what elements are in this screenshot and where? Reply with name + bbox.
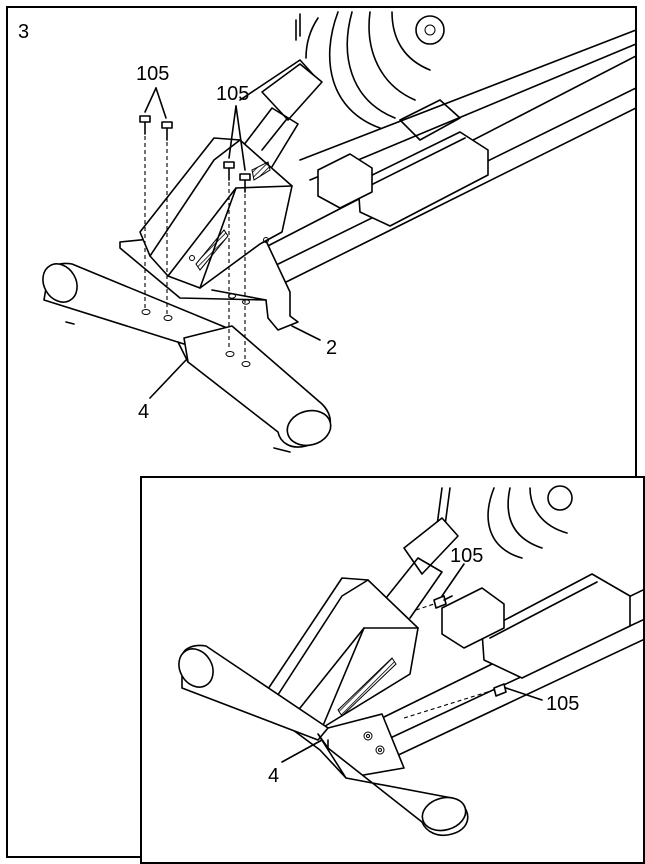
inset-illustration: 105 105 4: [178, 485, 643, 837]
flywheel: [295, 11, 445, 129]
detail-inset: 105 105 4: [140, 476, 645, 864]
callout-105-right: 105: [216, 83, 249, 105]
bolts-right: [223, 105, 251, 360]
inset-leader-part-4: [281, 739, 323, 763]
step-number: 3: [18, 21, 29, 43]
inset-flywheel: [433, 485, 573, 559]
inset-bolt-top: [415, 563, 465, 611]
inset-stabilizer: [178, 644, 469, 837]
inset-upright-cover: [261, 577, 419, 729]
inset-frame-rails: [381, 517, 643, 759]
inset-callout-part-4: 4: [268, 765, 279, 787]
stabilizer: [42, 262, 332, 453]
inset-bolt-bottom: [403, 683, 543, 719]
inset-callout-105-bottom: 105: [546, 693, 579, 715]
callout-part-2: 2: [326, 337, 337, 359]
upright-cover: [139, 137, 293, 289]
leader-part-4: [149, 359, 187, 399]
leader-part-2: [291, 325, 321, 341]
callout-part-4: 4: [138, 401, 149, 423]
inset-callout-105-top: 105: [450, 545, 483, 567]
callout-105-left: 105: [136, 63, 169, 85]
bolts-left: [139, 87, 173, 314]
frame-rails: [239, 29, 637, 291]
